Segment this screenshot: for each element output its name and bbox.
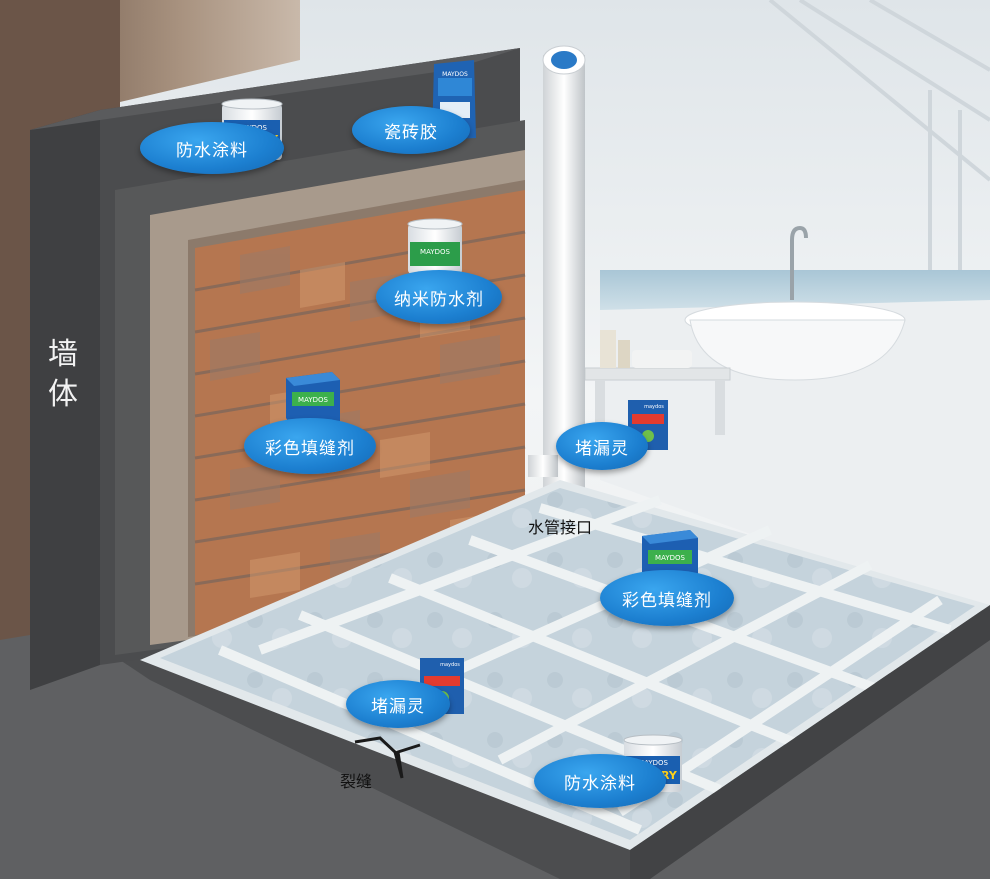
- bubble-grout-wall: 彩色填缝剂: [244, 418, 376, 474]
- bubble-grout-floor-label: 彩色填缝剂: [622, 590, 712, 611]
- wall-label: 墙 体: [40, 335, 86, 415]
- leak-floor-brand: maydos: [440, 662, 460, 668]
- bubble-tile-adhesive: 瓷砖胶: [352, 106, 470, 154]
- nano-brand: MAYDOS: [420, 248, 450, 256]
- bubble-leak-plug-pipe: 堵漏灵: [556, 422, 648, 470]
- bubble-leak-plug-floor-label: 堵漏灵: [371, 696, 425, 717]
- bubble-tile-adhesive-label: 瓷砖胶: [384, 122, 438, 143]
- wall-label-char-2: 体: [48, 377, 78, 412]
- bubble-grout-floor: 彩色填缝剂: [600, 570, 734, 626]
- wall-label-char-1: 墙: [48, 337, 78, 372]
- grout-box-floor-product: MAYDOS: [642, 530, 698, 582]
- bubble-nano-waterproof: 纳米防水剂: [376, 270, 502, 324]
- leak-pipe-brand: maydos: [644, 404, 664, 410]
- nano-waterproof-bucket-product: MAYDOS: [407, 218, 463, 274]
- bag-brand: MAYDOS: [442, 71, 468, 78]
- crack-mark: [354, 736, 421, 779]
- grout-floor-brand: MAYDOS: [655, 554, 685, 562]
- grout-wall-brand: MAYDOS: [298, 396, 328, 404]
- grout-box-wall-product: MAYDOS: [286, 372, 340, 424]
- bubble-leak-plug-pipe-label: 堵漏灵: [575, 438, 629, 459]
- pipe-joint-label: 水管接口: [528, 518, 593, 537]
- bubble-leak-plug-floor: 堵漏灵: [346, 680, 450, 728]
- crack-label: 裂缝: [340, 772, 373, 791]
- bubble-waterproof-top: 防水涂料: [140, 122, 284, 174]
- bucket-floor-brand: MAYDOS: [638, 759, 668, 767]
- bubble-waterproof-top-label: 防水涂料: [176, 140, 248, 161]
- bubble-waterproof-floor: 防水涂料: [534, 754, 666, 808]
- bubble-nano-waterproof-label: 纳米防水剂: [394, 289, 484, 310]
- bubble-grout-wall-label: 彩色填缝剂: [265, 438, 355, 459]
- bubble-waterproof-floor-label: 防水涂料: [564, 773, 636, 794]
